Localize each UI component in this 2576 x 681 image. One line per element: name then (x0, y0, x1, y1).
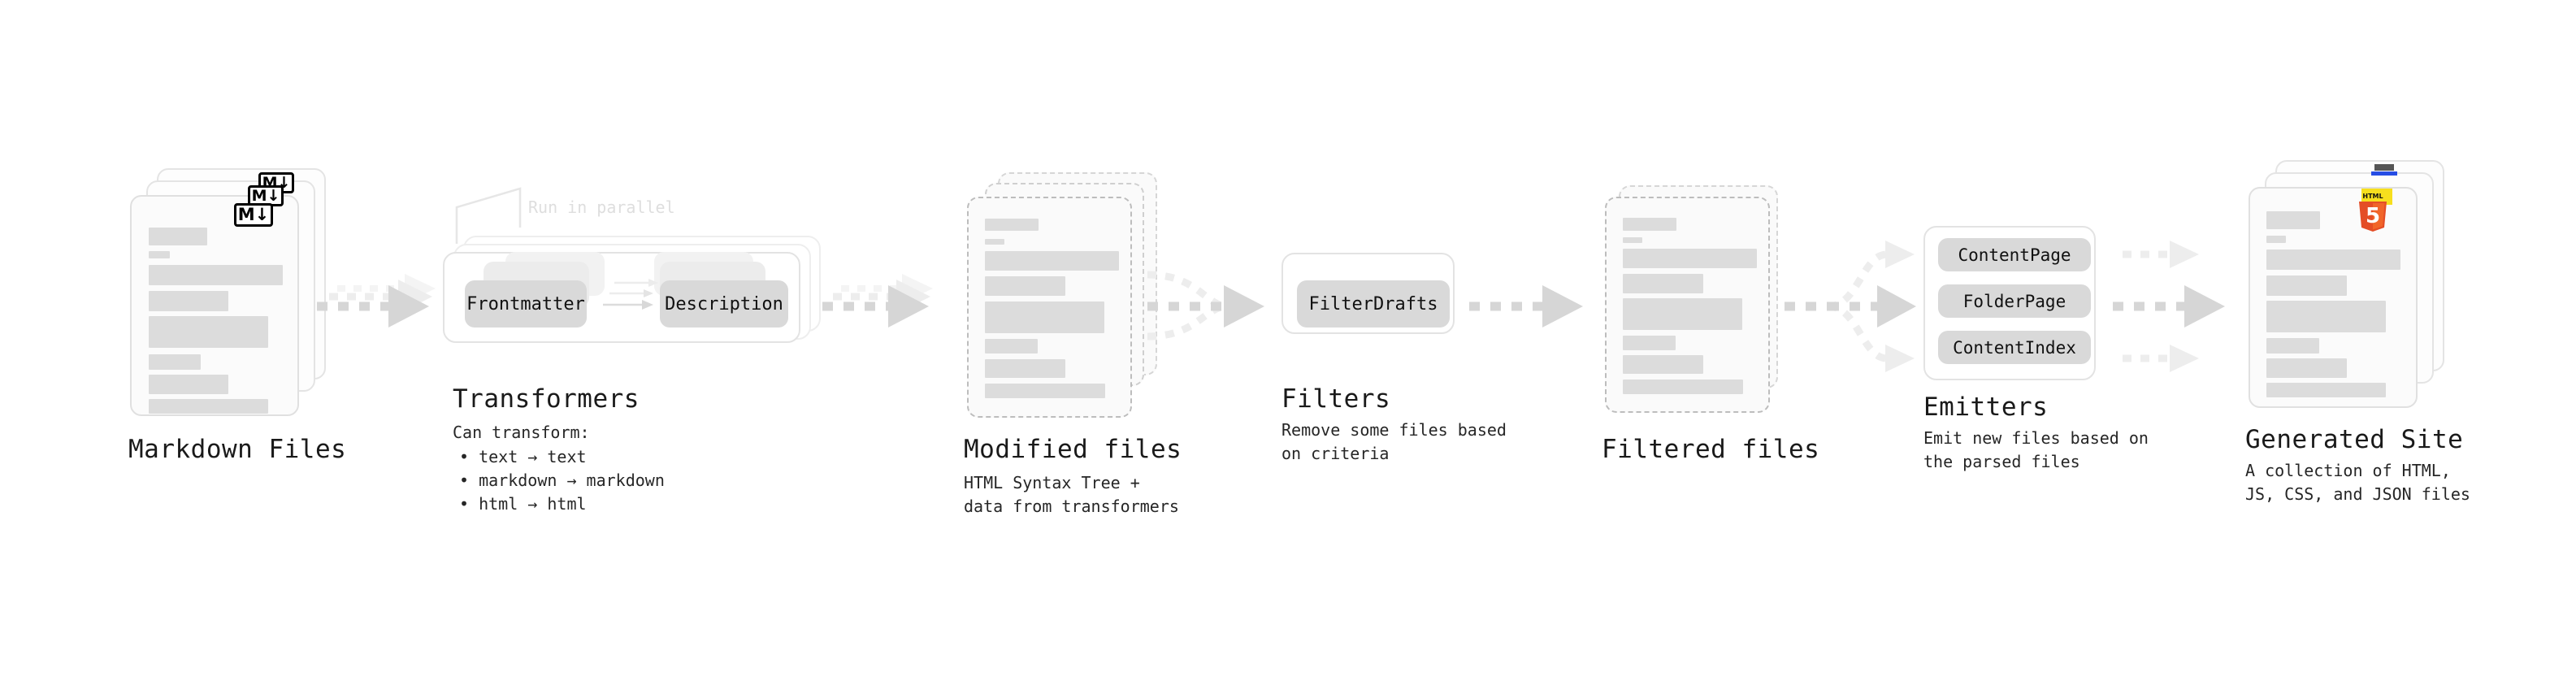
skeleton-line-2 (2266, 275, 2347, 296)
emitters-chip-folderpage[interactable]: FolderPage (1938, 284, 2091, 318)
skeleton-line-5 (1623, 355, 1703, 374)
skeleton-title (2266, 211, 2320, 229)
stage-title-transformers: Transformers (453, 384, 640, 414)
markdown-card-front (130, 195, 299, 416)
stage-title-modified-files: Modified files (964, 435, 1182, 464)
skeleton-line-2 (985, 276, 1065, 296)
skeleton-line-5 (149, 375, 228, 394)
emitters-chip-contentindex[interactable]: ContentIndex (1938, 331, 2091, 364)
stage-title-emitters: Emitters (1923, 393, 2049, 422)
transformers-bullets: • text → text • markdown → markdown • ht… (459, 445, 665, 516)
css-badge (2371, 164, 2397, 176)
filtered-card-front (1605, 197, 1770, 413)
stage-title-markdown-files: Markdown Files (128, 435, 347, 464)
skeleton-line-1 (1623, 249, 1757, 268)
skeleton-title (1623, 218, 1676, 231)
skeleton-title (149, 228, 207, 245)
skeleton-sub (149, 251, 170, 258)
transformer-chip-frontmatter[interactable]: Frontmatter (465, 280, 587, 327)
skeleton-sub (1623, 237, 1642, 243)
stage-title-filters: Filters (1281, 384, 1391, 414)
bullet-text-label: text → text (479, 447, 587, 466)
bullet-markdown: • markdown → markdown (459, 471, 665, 490)
bullet-html: • html → html (459, 494, 587, 514)
arrow-filtered-to-emitters (1785, 241, 1916, 372)
arrow-markdown-to-transformers (317, 274, 436, 327)
skeleton-line-6 (1623, 380, 1743, 394)
skeleton-line-3 (2266, 301, 2386, 332)
skeleton-line-3 (1623, 298, 1742, 330)
site-card-front (2249, 187, 2418, 408)
modified-card-front (967, 197, 1132, 418)
skeleton-title (985, 219, 1039, 231)
html5-icon: HTML 5 (2359, 193, 2387, 232)
bullet-text: • text → text (459, 447, 587, 466)
arrow-transformers-to-modified (822, 274, 933, 327)
skeleton-line-6 (149, 399, 268, 414)
skeleton-line-2 (149, 291, 228, 311)
skeleton-sub (2266, 236, 2286, 243)
svg-text:HTML: HTML (2362, 193, 2383, 200)
stage-desc-transformers: Can transform: (453, 423, 590, 442)
arrow-filters-to-filtered (1469, 285, 1583, 327)
emitters-chip-contentpage[interactable]: ContentPage (1938, 238, 2091, 271)
skeleton-line-4 (149, 354, 201, 370)
transformer-chip-description[interactable]: Description (660, 280, 788, 327)
arrow-emitters-to-site (2113, 241, 2225, 372)
skeleton-line-4 (2266, 338, 2319, 354)
stage-title-generated-site: Generated Site (2245, 425, 2464, 454)
stage-desc-filters: Remove some files based on criteria (1281, 420, 1507, 463)
bullet-markdown-label: markdown → markdown (479, 471, 665, 490)
skeleton-sub (985, 239, 1004, 245)
skeleton-line-4 (1623, 336, 1676, 350)
run-in-parallel-label: Run in parallel (528, 197, 675, 217)
skeleton-line-4 (985, 339, 1038, 354)
stage-title-filtered-files: Filtered files (1602, 435, 1820, 464)
skeleton-line-3 (149, 316, 268, 348)
html5-badge: HTML 5 (2355, 191, 2391, 233)
skeleton-line-3 (985, 301, 1104, 333)
stage-desc-generated-site: A collection of HTML, JS, CSS, and JSON … (2245, 461, 2470, 504)
skeleton-line-2 (1623, 274, 1703, 293)
skeleton-line-5 (985, 359, 1065, 378)
bullet-html-label: html → html (479, 494, 587, 514)
js-badge (2361, 189, 2392, 205)
skeleton-line-1 (985, 251, 1119, 271)
arrow-modified-to-filters (1147, 271, 1264, 340)
stage-desc-emitters: Emit new files based on the parsed files (1923, 428, 2149, 471)
skeleton-line-6 (2266, 383, 2386, 397)
skeleton-line-1 (149, 265, 283, 285)
stage-desc-modified-files: HTML Syntax Tree + data from transformer… (964, 473, 1179, 516)
skeleton-line-6 (985, 384, 1105, 398)
skeleton-line-5 (2266, 358, 2347, 378)
svg-text:5: 5 (2366, 204, 2380, 228)
markdown-badge-front: M↓ (234, 203, 273, 227)
skeleton-line-1 (2266, 249, 2400, 270)
filters-chip-filterdrafts[interactable]: FilterDrafts (1297, 280, 1450, 327)
